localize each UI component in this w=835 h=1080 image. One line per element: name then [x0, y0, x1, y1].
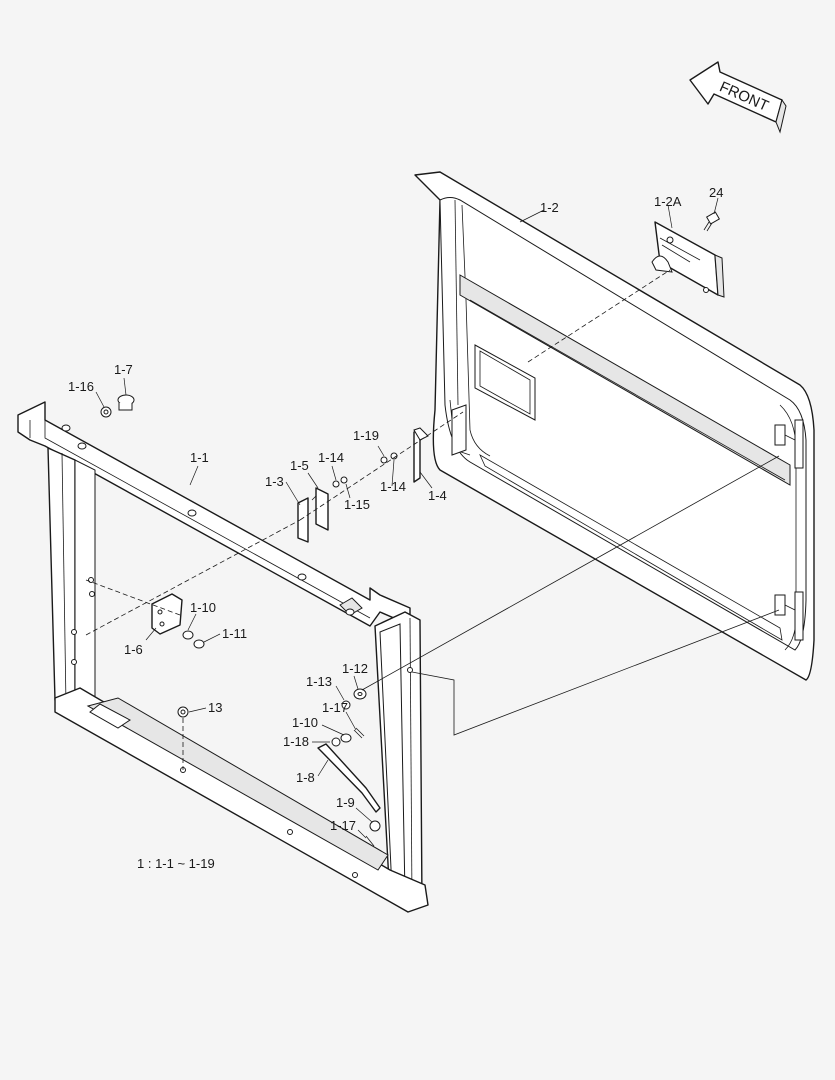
nut-1-16	[100, 406, 112, 418]
label-24: 24	[709, 185, 723, 200]
washer-1-12	[353, 688, 367, 700]
nut-1-14a	[332, 480, 340, 488]
door-panel	[414, 171, 815, 681]
label-1-10-upper: 1-10	[190, 600, 216, 615]
label-1-17-upper: 1-17	[322, 700, 348, 715]
label-1-2a: 1-2A	[654, 194, 682, 209]
bolt-1-15	[340, 476, 348, 484]
label-1-12: 1-12	[342, 661, 368, 676]
label-1-17-lower: 1-17	[330, 818, 356, 833]
door-hinge-upper	[774, 419, 804, 469]
label-1-4: 1-4	[428, 488, 447, 503]
bracket-1-6	[151, 593, 183, 635]
door-latch	[651, 221, 725, 298]
door-hinge-lower	[774, 591, 804, 641]
label-1-6: 1-6	[124, 642, 143, 657]
label-1-8: 1-8	[296, 770, 315, 785]
label-1-13: 1-13	[306, 674, 332, 689]
nut-1-13	[341, 700, 351, 710]
radiator-frame	[17, 401, 429, 913]
label-1-7: 1-7	[114, 362, 133, 377]
bolt-24	[703, 211, 721, 232]
legend-text: 1 : 1-1 ~ 1-19	[137, 856, 215, 871]
bolt-1-11	[193, 639, 205, 649]
label-1-14-right: 1-14	[380, 479, 406, 494]
label-1-19: 1-19	[353, 428, 379, 443]
clip-1-9	[369, 820, 381, 832]
label-1-9: 1-9	[336, 795, 355, 810]
bolt-13	[177, 706, 189, 718]
label-1-16: 1-16	[68, 379, 94, 394]
label-1-10-lower: 1-10	[292, 715, 318, 730]
washer-1-10b	[340, 733, 352, 743]
label-1-3: 1-3	[265, 474, 284, 489]
label-1-5: 1-5	[290, 458, 309, 473]
washer-1-10a	[182, 630, 194, 640]
label-1-1: 1-1	[190, 450, 209, 465]
bolt-1-19	[380, 456, 388, 464]
label-1-11: 1-11	[222, 626, 247, 641]
label-1-15: 1-15	[344, 497, 370, 512]
label-1-18: 1-18	[283, 734, 309, 749]
label-1-2: 1-2	[540, 200, 559, 215]
pin-1-17b	[365, 835, 375, 847]
front-arrow-icon: FRONT	[689, 61, 787, 134]
pin-1-17a	[353, 727, 365, 739]
bracket-1-5	[311, 487, 329, 531]
rod-1-8	[317, 743, 381, 813]
label-1-14-left: 1-14	[318, 450, 344, 465]
bracket-1-3	[297, 497, 309, 543]
label-13: 13	[208, 700, 222, 715]
bolt-1-7	[117, 394, 135, 411]
nut-1-18	[331, 737, 341, 747]
